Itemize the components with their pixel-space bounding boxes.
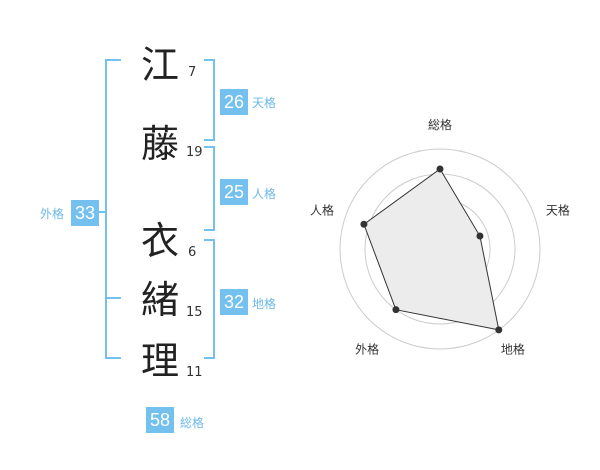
soukaku-label: 総格 xyxy=(180,416,205,430)
tenkaku-bracket xyxy=(204,59,215,141)
radar-point-4 xyxy=(360,220,368,228)
radar-point-1 xyxy=(476,232,484,240)
radar-point-2 xyxy=(495,326,503,334)
radar-axis-label-0: 総格 xyxy=(428,117,452,132)
chikaku-bracket xyxy=(204,239,215,359)
chikaku-label: 地格 xyxy=(252,297,277,311)
radar-point-3 xyxy=(392,306,400,314)
jinkaku-bracket xyxy=(204,146,215,231)
given-stroke-3: 11 xyxy=(186,365,203,380)
given-char-3: 理 xyxy=(140,339,179,383)
surname-char-1: 江 xyxy=(140,43,179,87)
gaikaku-bracket xyxy=(105,59,121,359)
tenkaku-label: 天格 xyxy=(252,96,277,110)
given-char-2: 緒 xyxy=(140,278,179,322)
given-char-1: 衣 xyxy=(140,219,179,263)
surname-stroke-1: 7 xyxy=(188,65,197,80)
surname-char-2: 藤 xyxy=(140,122,179,166)
radar-axis-label-4: 人格 xyxy=(310,203,334,218)
radar-axis-label-2: 地格 xyxy=(501,341,525,356)
given-stroke-1: 6 xyxy=(188,245,197,260)
gaikaku-label: 外格 xyxy=(40,207,65,221)
jinkaku-label: 人格 xyxy=(252,187,277,201)
radar-data-polygon xyxy=(363,168,500,331)
soukaku-value: 58 xyxy=(146,407,174,433)
jinkaku-value: 25 xyxy=(220,179,248,205)
chikaku-value: 32 xyxy=(220,289,248,315)
tenkaku-value: 26 xyxy=(220,89,248,115)
gaikaku-value: 33 xyxy=(71,200,99,226)
radar-axis-label-1: 天格 xyxy=(546,203,570,218)
radar-point-0 xyxy=(436,165,444,173)
given-stroke-2: 15 xyxy=(186,305,203,320)
surname-stroke-2: 19 xyxy=(186,145,203,160)
radar-axis-label-3: 外格 xyxy=(355,341,379,356)
radar-ring-4 xyxy=(339,148,541,350)
